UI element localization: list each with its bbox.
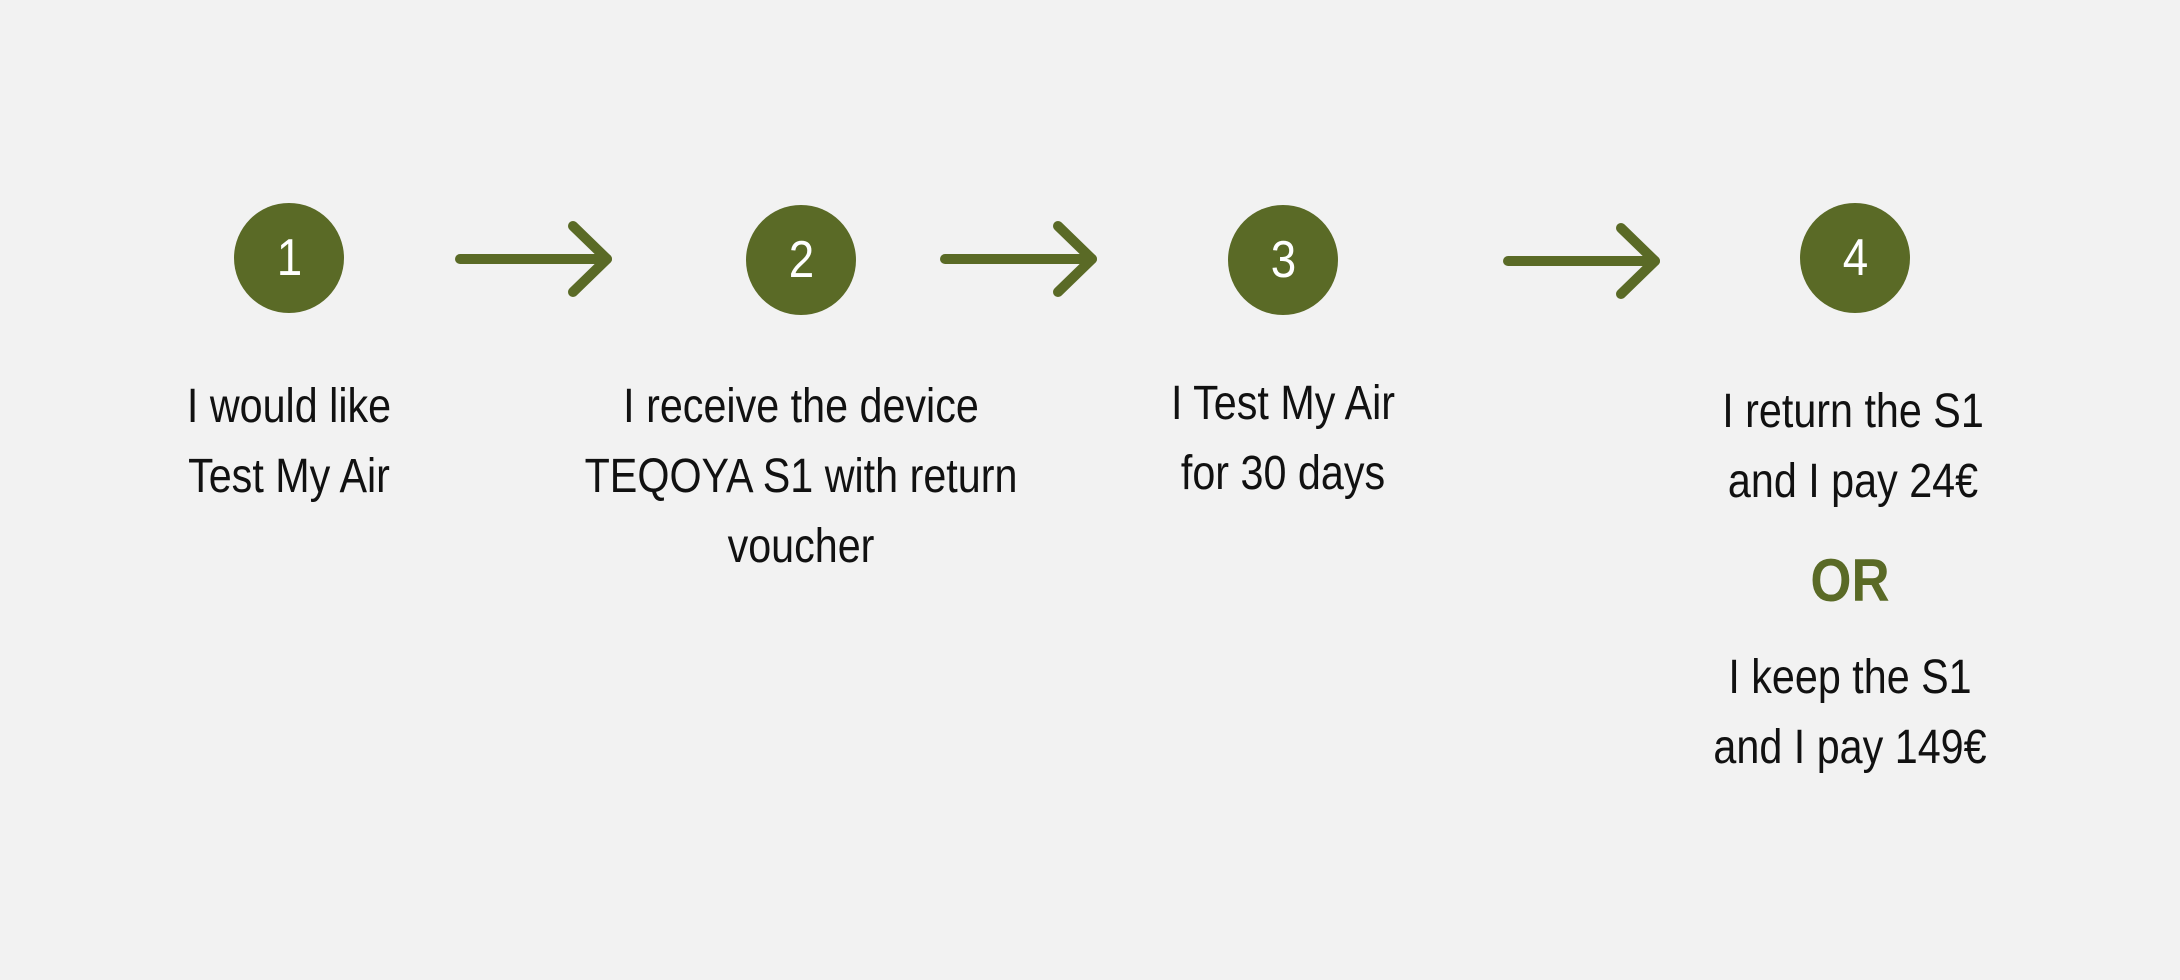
step-4-option-b-line-2: and I pay 149€ (1713, 721, 1987, 774)
step-2-number: 2 (788, 231, 814, 289)
arrow-right-icon (940, 221, 1097, 297)
step-4-option-keep: I keep the S1 and I pay 149€ (1691, 643, 2009, 783)
step-4-number: 4 (1842, 229, 1868, 287)
step-4-option-a-line-2: and I pay 24€ (1727, 455, 1979, 508)
step-3-number: 3 (1270, 231, 1296, 289)
step-2-line-3: voucher (727, 520, 875, 573)
step-2-line-1: I receive the device (623, 380, 979, 433)
step-4-option-b-line-1: I keep the S1 (1728, 651, 1972, 704)
step-4-number-badge: 4 (1800, 203, 1910, 313)
step-1-line-1: I would like (186, 380, 392, 433)
step-3-number-badge: 3 (1228, 205, 1338, 315)
step-4-option-return: I return the S1 and I pay 24€ (1701, 377, 2005, 517)
arrow-right-icon (455, 221, 612, 297)
arrow-right-icon (1503, 223, 1660, 299)
step-1-number: 1 (276, 229, 302, 287)
step-1-number-badge: 1 (234, 203, 344, 313)
step-3-description: I Test My Air for 30 days (1153, 369, 1414, 509)
step-2-description: I receive the device TEQOYA S1 with retu… (549, 372, 1052, 582)
step-2-line-2: TEQOYA S1 with return (584, 450, 1018, 503)
step-2-number-badge: 2 (746, 205, 856, 315)
or-separator: OR (1810, 547, 1890, 614)
step-3-line-1: I Test My Air (1170, 377, 1396, 430)
step-1-description: I would like Test My Air (170, 372, 407, 512)
step-4-option-a-line-1: I return the S1 (1722, 385, 1984, 438)
step-3-line-2: for 30 days (1180, 447, 1386, 500)
step-1-line-2: Test My Air (188, 450, 390, 503)
